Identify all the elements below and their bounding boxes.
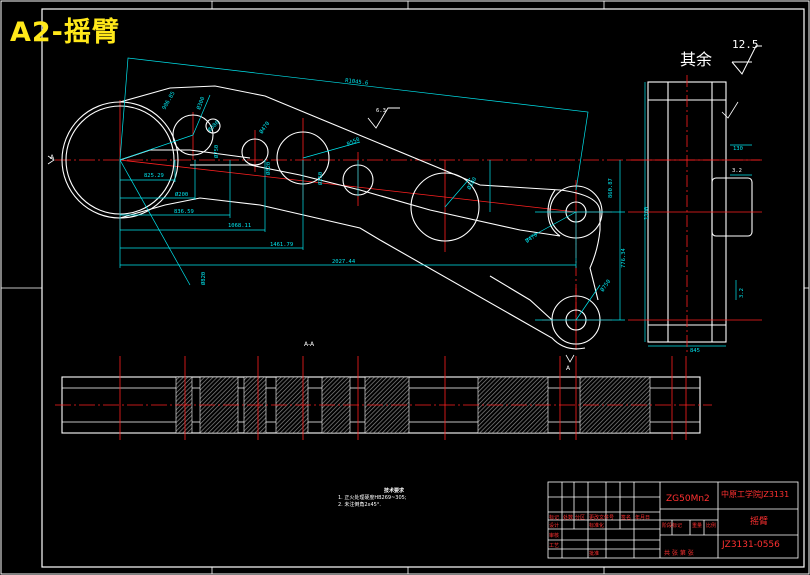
front-dimension-texts: 825.29 Ø200 836.59 1068.11 1461.79 2027.… xyxy=(144,78,627,293)
dim-text: 6.3 xyxy=(376,108,386,114)
dim-text: Ø820 xyxy=(200,272,207,285)
row-label: 设计 xyxy=(549,523,560,529)
dim-text: 836.59 xyxy=(174,209,194,215)
section-mark: A xyxy=(50,154,55,161)
dim-text: 130 xyxy=(733,146,743,152)
dim-text: 3.2 xyxy=(732,168,742,174)
header-cell: 处数 xyxy=(563,515,574,521)
section-arrow-left xyxy=(47,155,55,165)
side-view: 130 3.2 1100 3.2 845 xyxy=(628,75,762,354)
surface-rest-label: 其余 xyxy=(680,50,713,69)
company-label: 中原工学院JZ3131 xyxy=(721,490,790,499)
header-cell: 年月日 xyxy=(635,515,651,521)
section-label: A-A xyxy=(304,341,315,348)
dim-text: 825.29 xyxy=(144,173,164,179)
dim-text: 1461.79 xyxy=(270,242,293,248)
front-view: 825.29 Ø200 836.59 1068.11 1461.79 2027.… xyxy=(47,57,760,372)
header-cell: 标记 xyxy=(549,515,560,521)
stage-label: 重量 xyxy=(692,523,703,529)
header-cell: 签名 xyxy=(621,515,632,521)
arm-outline xyxy=(61,85,603,350)
dim-text: Ø470 xyxy=(258,120,271,135)
title-block xyxy=(547,481,799,559)
dim-text: 845 xyxy=(690,348,700,354)
section-arrow-bottom xyxy=(565,354,575,363)
dimension-lines xyxy=(119,57,625,321)
dim-text: 860.87 xyxy=(608,178,614,198)
dim-text: 3.2 xyxy=(739,288,745,298)
dim-text: Ø750 xyxy=(599,278,612,293)
roughness-symbol xyxy=(367,107,400,129)
section-mark: A xyxy=(566,365,571,372)
dim-text: R1045.6 xyxy=(345,78,369,87)
dim-text: R550 xyxy=(346,137,361,148)
roughness-value: 12.5 xyxy=(732,38,759,51)
material-label: ZG50Mn2 xyxy=(666,494,710,504)
dim-text: 906.85 xyxy=(162,91,177,111)
row-label: 审核 xyxy=(549,533,560,539)
dim-text: Ø200 xyxy=(175,191,188,198)
row-label: 批准 xyxy=(589,551,600,557)
dim-text: 776.34 xyxy=(621,247,627,268)
notes-item: 2. 未注倒角2x45°. xyxy=(338,502,381,508)
header-cell: 分区 xyxy=(575,515,586,521)
stage-label: 阶段标记 xyxy=(662,523,683,529)
centerlines xyxy=(55,100,760,350)
notes-heading: 技术要求 xyxy=(384,488,405,494)
row-label: 标准化 xyxy=(589,523,605,529)
dim-text: Ø250 xyxy=(317,172,324,185)
dim-text: Ø300 xyxy=(195,96,206,111)
drawing-title: A2-摇臂 xyxy=(10,17,120,48)
dim-text: Ø820 xyxy=(265,162,272,175)
row-label: 工艺 xyxy=(549,543,560,549)
dim-text: Ø750 xyxy=(213,145,220,158)
dim-text: 1100 xyxy=(644,207,650,220)
technical-requirements: 技术要求 1. 正火处理硬度HB269~305; 2. 未注倒角2x45°. xyxy=(338,488,407,509)
notes-item: 1. 正火处理硬度HB269~305; xyxy=(338,495,407,501)
dim-text: 2027.44 xyxy=(332,259,356,265)
part-name: 摇臂 xyxy=(750,517,769,527)
dim-text: 1068.11 xyxy=(228,223,251,229)
sheet-label: 共 张 第 张 xyxy=(664,550,694,557)
header-cell: 更改文件号 xyxy=(589,515,615,521)
stage-label: 比例 xyxy=(706,523,717,529)
section-view: A-A xyxy=(55,341,712,440)
drawing-number: JZ3131-0556 xyxy=(722,540,780,550)
